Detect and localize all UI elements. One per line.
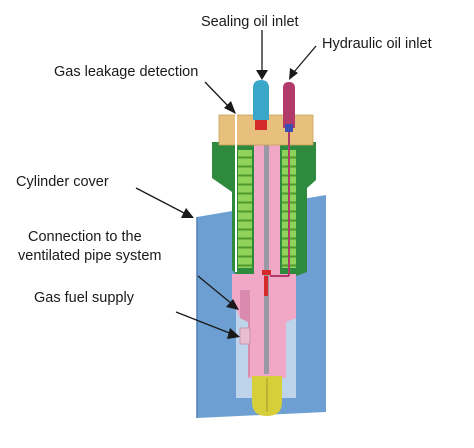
red-marker-lower <box>264 276 268 296</box>
gas-fuel-port <box>240 328 250 344</box>
needle <box>264 138 269 374</box>
label-hydraulic-oil-inlet: Hydraulic oil inlet <box>322 36 432 52</box>
spring-left <box>238 150 252 268</box>
label-connection-line2: ventilated pipe system <box>18 248 161 264</box>
sealing-oil-red-cap <box>255 120 267 130</box>
red-marker-upper <box>262 270 271 275</box>
hydraulic-oil-leader <box>294 46 316 72</box>
sealing-oil-arrowhead <box>256 70 268 80</box>
gas-leakage-leader <box>205 82 230 108</box>
hydraulic-oil-pipe <box>283 82 295 128</box>
cylinder-cover-leader <box>136 188 186 214</box>
label-gas-leakage-detection: Gas leakage detection <box>54 64 198 80</box>
label-cylinder-cover: Cylinder cover <box>16 174 109 190</box>
label-sealing-oil-inlet: Sealing oil inlet <box>201 14 299 30</box>
label-gas-fuel-supply: Gas fuel supply <box>34 290 135 306</box>
hydraulic-oil-blue-cap <box>285 124 293 132</box>
sealing-oil-pipe <box>253 80 269 120</box>
label-connection-line1: Connection to the <box>28 229 142 245</box>
